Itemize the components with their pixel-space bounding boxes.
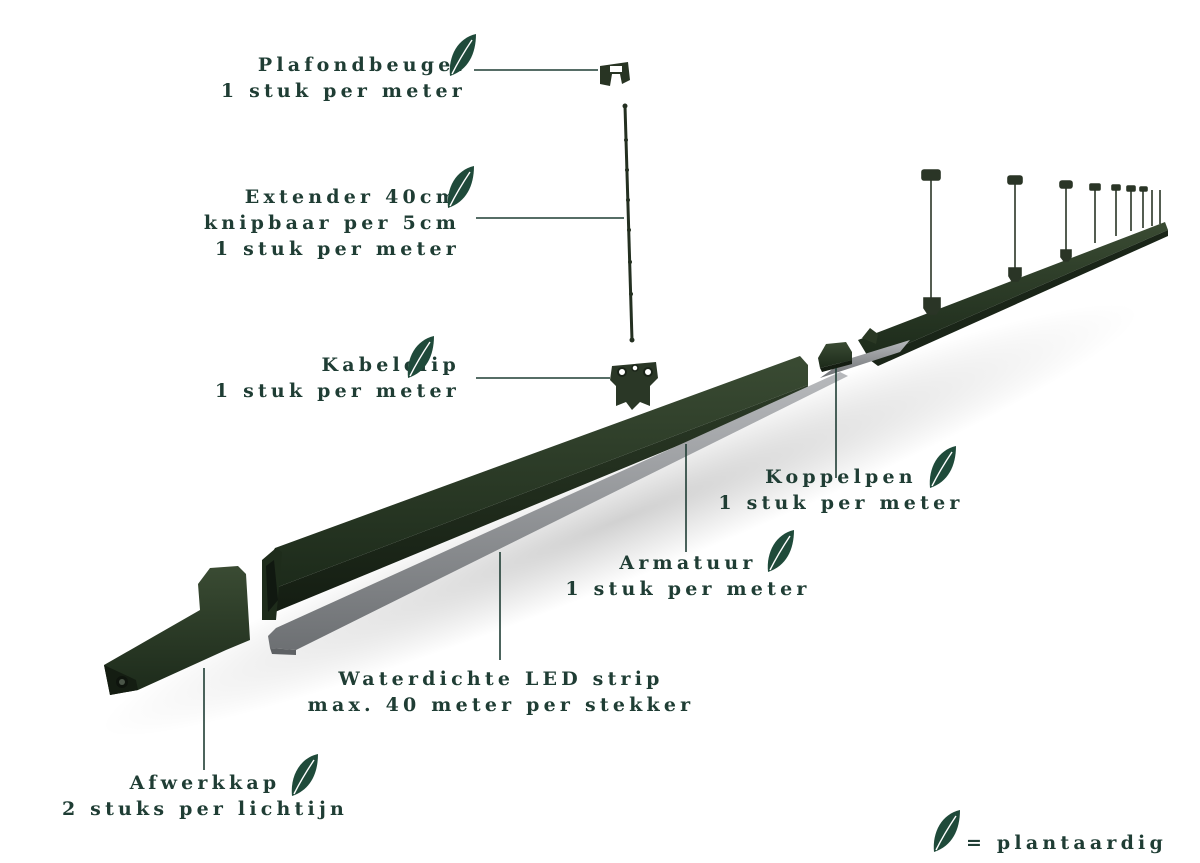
afwerkkap-part bbox=[104, 566, 250, 695]
leaf-icon bbox=[929, 446, 956, 488]
leaf-icon bbox=[933, 810, 960, 852]
ledstrip-title: Waterdichte LED strip bbox=[338, 668, 664, 690]
kabelclip-detail: 1 stuk per meter bbox=[214, 380, 460, 402]
led-strip-part bbox=[268, 372, 848, 655]
distant-suspensions bbox=[921, 169, 1161, 315]
label-plafondbeugel: Plafondbeugel 1 stuk per meter bbox=[190, 52, 466, 104]
leader-lines bbox=[203, 69, 837, 770]
koppelpen-detail: 1 stuk per meter bbox=[718, 492, 964, 514]
armatuur-detail: 1 stuk per meter bbox=[565, 578, 811, 600]
plafondbeugel-detail: 1 stuk per meter bbox=[220, 80, 466, 102]
label-afwerkkap: Afwerkkap 2 stuks per lichtijn bbox=[40, 770, 370, 822]
afwerkkap-title: Afwerkkap bbox=[129, 772, 281, 794]
plafondbeugel-part bbox=[600, 62, 630, 86]
koppelpen-title: Koppelpen bbox=[765, 466, 917, 488]
leaf-icon bbox=[447, 166, 474, 208]
label-koppelpen: Koppelpen 1 stuk per meter bbox=[706, 464, 976, 516]
label-ledstrip: Waterdichte LED strip max. 40 meter per … bbox=[286, 666, 716, 718]
koppelpen-part bbox=[818, 342, 852, 372]
plafondbeugel-title: Plafondbeugel bbox=[257, 54, 466, 76]
label-extender: Extender 40cm knipbaar per 5cm 1 stuk pe… bbox=[170, 184, 460, 262]
legend-text: = plantaardig bbox=[966, 832, 1167, 854]
extender-part bbox=[622, 103, 635, 343]
ground-shadow bbox=[100, 302, 1140, 738]
leaf-icon bbox=[291, 754, 318, 796]
kabelclip-part bbox=[610, 362, 658, 410]
assembled-profile bbox=[820, 222, 1168, 378]
armatuur-part bbox=[262, 356, 808, 620]
afwerkkap-detail: 2 stuks per lichtijn bbox=[61, 798, 349, 820]
leaf-icon bbox=[767, 530, 794, 572]
extender-title: Extender 40cm bbox=[244, 186, 460, 208]
extender-detail: knipbaar per 5cm bbox=[203, 212, 460, 234]
label-armatuur: Armatuur 1 stuk per meter bbox=[552, 550, 824, 602]
armatuur-title: Armatuur bbox=[619, 552, 757, 574]
leaf-icon bbox=[407, 336, 434, 378]
extender-detail2: 1 stuk per meter bbox=[214, 238, 460, 260]
leaf-icon bbox=[449, 34, 476, 76]
ledstrip-detail: max. 40 meter per stekker bbox=[307, 694, 695, 716]
